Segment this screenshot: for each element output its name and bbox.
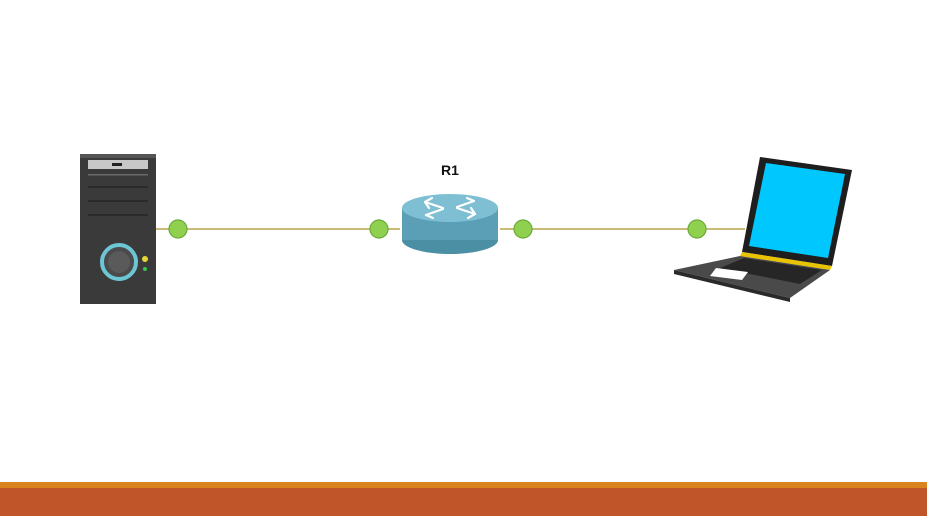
- port-dot-router-left[interactable]: [369, 219, 389, 239]
- port-dot-router-right[interactable]: [513, 219, 533, 239]
- port-dot-server[interactable]: [168, 219, 188, 239]
- footer-accent-stripe: [0, 482, 927, 488]
- router-icon[interactable]: [402, 194, 498, 254]
- footer-band: [0, 488, 927, 516]
- server-tower-icon[interactable]: [80, 154, 156, 304]
- laptop-icon[interactable]: [674, 157, 852, 302]
- router-label: R1: [441, 162, 459, 178]
- port-dot-laptop[interactable]: [687, 219, 707, 239]
